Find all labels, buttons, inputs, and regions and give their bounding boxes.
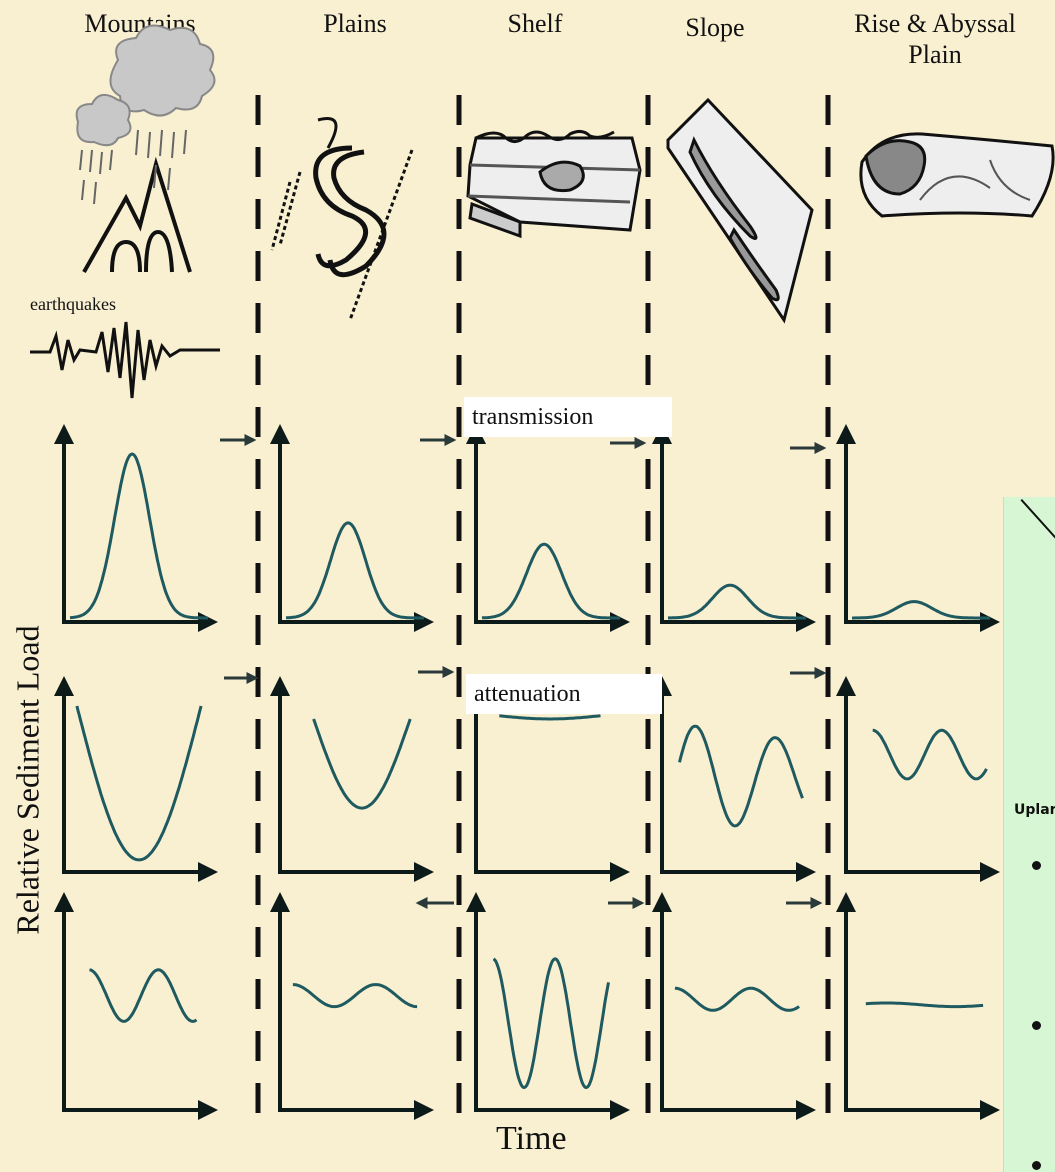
graph-rise-row2 [846,680,996,872]
graph-axes [662,896,812,1110]
mountain-inner [112,232,172,272]
graph-plains-row1 [280,428,430,622]
graph-rise-row3 [846,896,996,1110]
load-curve [852,602,990,618]
load-curve [70,454,208,618]
graph-axes [662,428,812,622]
graph-shelf-row3 [476,896,626,1110]
graph-slope-row3 [662,896,812,1110]
load-curve [680,726,803,826]
graph-mountains-row2 [64,680,214,872]
graph-axes [846,428,996,622]
graph-mountains-row1 [64,428,214,622]
transfer-arrows [220,440,824,903]
graph-axes [662,680,812,872]
load-curve [482,544,620,618]
load-curve [866,1003,983,1007]
load-graphs [64,428,996,1110]
load-curve [293,985,417,1007]
load-curve [77,706,201,860]
graph-plains-row3 [280,896,430,1110]
load-curve [668,585,806,618]
graph-shelf-row1 [476,428,626,622]
seismogram-icon [30,322,220,398]
attenuation-label: attenuation [466,674,662,714]
graph-rise-row1 [846,428,996,622]
graph-axes [64,428,214,622]
storm-cloud-small [77,95,131,145]
load-curve [675,988,799,1010]
load-curve [90,970,197,1022]
load-curve [494,959,609,1088]
graph-axes [846,680,996,872]
graph-axes [476,428,626,622]
transmission-label: transmission [464,397,672,437]
x-axis-label: Time [496,1120,567,1158]
graph-slope-row1 [662,428,812,622]
shelf-block-illustration [468,131,640,236]
storm-cloud-large [110,26,214,116]
graph-mountains-row3 [64,896,214,1110]
abyssal-plain-illustration [861,134,1053,216]
y-axis-label: Relative Sediment Load [10,625,47,934]
graph-slope-row2 [662,680,812,872]
mountains-illustration [77,26,215,273]
earthquakes-label: earthquakes [30,294,116,315]
graph-axes [280,428,430,622]
load-curve [314,719,411,808]
graph-axes [280,680,430,872]
load-curve [286,523,424,618]
graph-plains-row2 [280,680,430,872]
graph-axes [64,680,214,872]
river-illustration [272,119,412,320]
slope-illustration [668,100,812,320]
load-curve [499,716,600,719]
load-curve [873,730,987,779]
